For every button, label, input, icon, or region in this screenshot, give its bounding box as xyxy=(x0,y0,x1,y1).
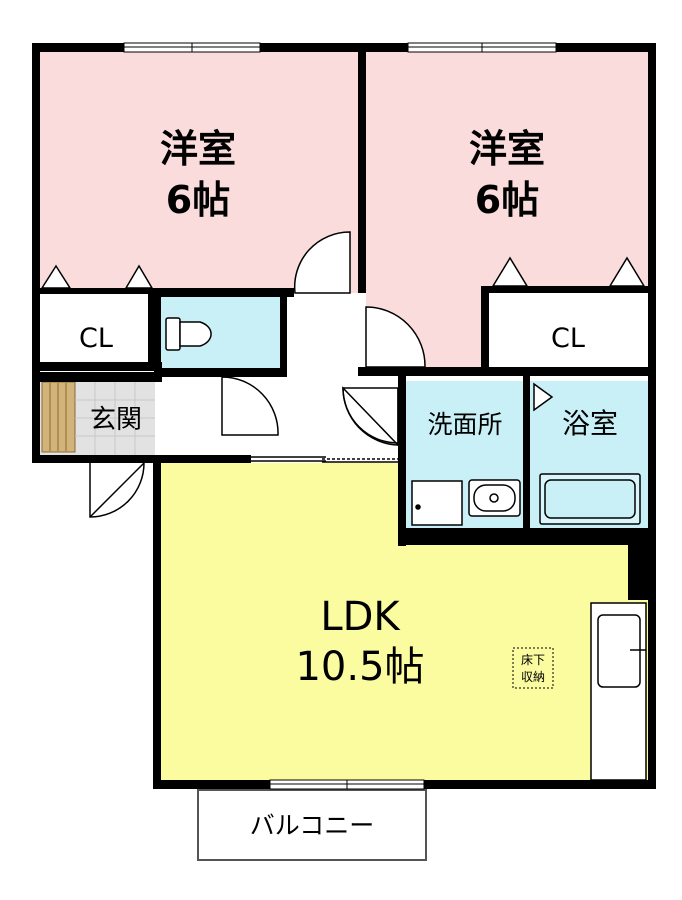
balcony-label: バルコニー xyxy=(250,811,375,840)
underfloor-storage-box xyxy=(512,647,554,689)
toilet-fixture xyxy=(165,317,212,351)
washroom-label: 洗面所 xyxy=(427,410,502,439)
closet-right-floor xyxy=(488,290,649,367)
western-room-right-size: 6帖 xyxy=(475,178,539,222)
bathtub xyxy=(539,473,641,525)
western-room-right-name: 洋室 xyxy=(469,127,545,171)
washroom-fixtures xyxy=(411,479,521,526)
ldk-name: LDK xyxy=(320,594,401,640)
bath-door-mark xyxy=(533,382,554,412)
sliding-door-ldk xyxy=(251,456,398,463)
closet-right-label: CL xyxy=(551,323,585,354)
entrance-label: 玄関 xyxy=(90,405,142,435)
underfloor-storage-line1: 床下 xyxy=(521,653,545,667)
closet-left-label: CL xyxy=(79,323,113,354)
balcony-floor xyxy=(197,789,427,861)
closet-left-floor xyxy=(38,293,154,363)
western-room-left-name: 洋室 xyxy=(160,127,236,171)
shoe-storage-lines xyxy=(49,383,67,451)
walls xyxy=(32,43,656,789)
western-room-left-size: 6帖 xyxy=(166,178,230,222)
ldk-floor xyxy=(160,463,649,782)
doors xyxy=(89,231,426,518)
windows xyxy=(123,42,557,790)
bathroom-label: 浴室 xyxy=(562,407,618,440)
underfloor-storage-line2: 収納 xyxy=(521,670,545,684)
ldk-size: 10.5帖 xyxy=(295,644,424,690)
entrance-tile-grid xyxy=(75,382,155,456)
kitchen-counter xyxy=(590,602,647,781)
closet-door-marks xyxy=(40,256,646,289)
